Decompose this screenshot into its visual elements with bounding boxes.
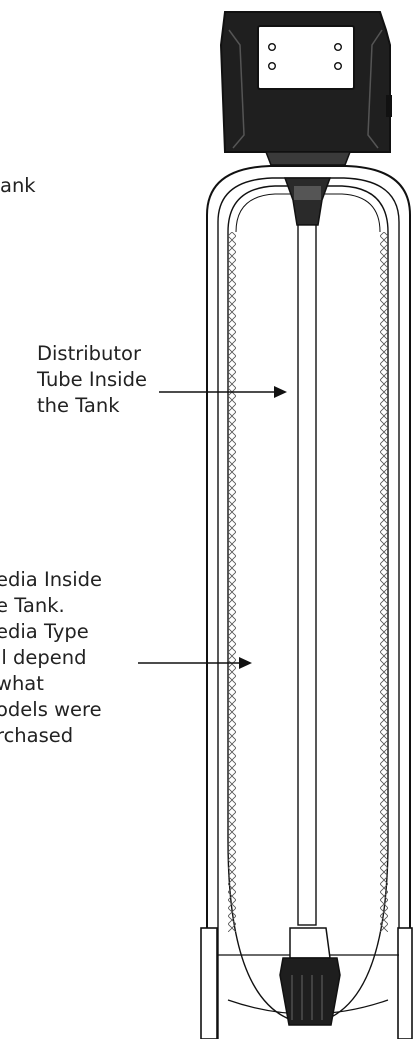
panel-screw-icon [334,62,343,71]
top-basket [283,177,332,226]
panel-screw-icon [268,43,277,52]
arrow-head-icon [239,657,252,669]
control-valve-head [219,11,392,166]
side-knob [386,95,392,117]
distributor-tube [279,177,341,1026]
arrow-head-icon [274,386,287,398]
tank-body [200,165,413,1039]
display-panel [257,25,355,90]
distributor-tube-label: Distributor Tube Inside the Tank [37,342,147,417]
panel-screw-icon [334,43,343,52]
partial-top-label: ank [0,174,36,197]
bottom-basket [279,957,341,1026]
callout-arrows [138,386,287,669]
panel-screw-icon [268,62,277,71]
valve-adapter [264,151,352,166]
media-label: edia Inside e Tank. edia Type ll depend … [0,568,103,747]
